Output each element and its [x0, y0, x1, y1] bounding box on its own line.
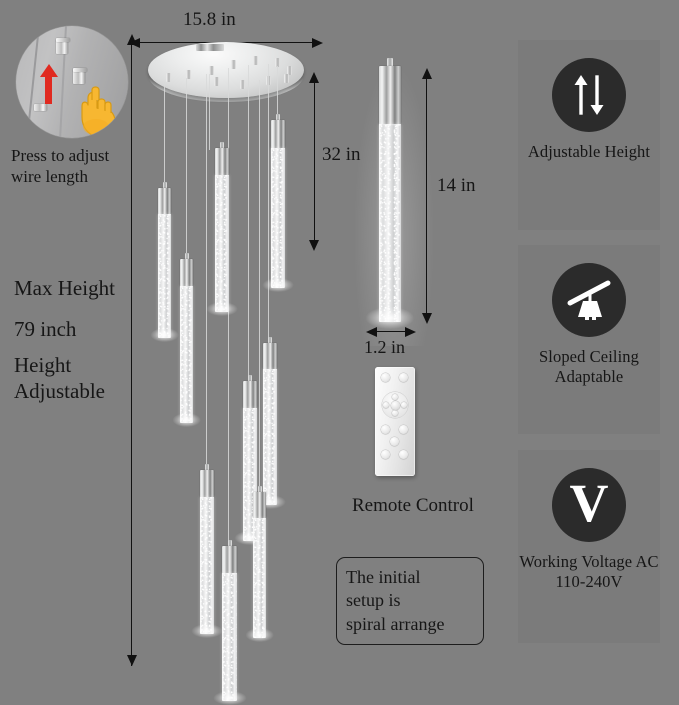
max-height-value: 79 inch: [14, 317, 77, 341]
push-direction-arrow-head: [39, 64, 58, 77]
wire-clip-bottom: [34, 104, 47, 111]
rod-diameter-label: 1.2 in: [364, 337, 406, 357]
canopy-nipple: [253, 56, 258, 65]
canopy-nipple: [287, 66, 292, 75]
remote-up-button[interactable]: [392, 394, 398, 400]
drop-span-label: 32 in: [322, 144, 361, 165]
badge-circle: [552, 263, 626, 337]
pendant-rod: [206, 142, 238, 316]
badge-label: Sloped Ceiling Adaptable: [539, 347, 639, 386]
pendant-rod: [254, 337, 286, 509]
canopy-nipple: [214, 77, 219, 86]
badge-label: Working Voltage AC 110-240V: [519, 552, 659, 591]
inset-photo-circle: [16, 26, 128, 138]
badge-label: Adjustable Height: [527, 142, 651, 161]
up-down-arrows-icon: [574, 75, 604, 115]
canopy-nipple: [166, 73, 171, 82]
remote-power-button[interactable]: [381, 373, 390, 382]
pendant-rod: [245, 486, 274, 642]
wire-clip-upper: [56, 40, 68, 54]
remote-cool-button[interactable]: [399, 425, 408, 434]
wire-clip-lower: [73, 70, 85, 84]
ceiling-canopy-plate: [148, 42, 304, 98]
canopy-width-label: 15.8 in: [183, 9, 236, 30]
badge-working-voltage: V Working Voltage AC 110-240V: [518, 450, 660, 643]
suspension-wire: [259, 80, 260, 494]
inset-caption: Press to adjust wire length: [11, 146, 110, 186]
canopy-nipple: [231, 60, 236, 69]
single-pendant-rod: [365, 58, 415, 329]
remote-timer-button[interactable]: [381, 450, 390, 459]
remote-dim-button[interactable]: [399, 450, 408, 459]
spiral-setup-note-text: The initial setup is spiral arrange: [346, 567, 445, 634]
sloped-ceiling-lamp-icon: [567, 280, 611, 320]
remote-night-button[interactable]: [390, 437, 399, 446]
height-adjustable-label: Height Adjustable: [14, 353, 105, 403]
badge-adjustable-height: Adjustable Height: [518, 40, 660, 230]
pointing-hand-icon: [81, 86, 117, 136]
spiral-setup-note: The initial setup is spiral arrange: [336, 557, 484, 645]
wire-clip-lower-top: [73, 68, 87, 72]
badge-circle: V: [552, 468, 626, 542]
letter-v-icon: V: [569, 473, 609, 533]
canopy-nipple: [240, 80, 245, 89]
pendant-rod: [150, 182, 179, 342]
canopy-nipple: [275, 58, 280, 67]
pendant-rod: [213, 540, 246, 705]
suspension-wire: [248, 65, 249, 383]
remote-control[interactable]: [375, 367, 415, 476]
max-height-label: Max Height: [14, 276, 115, 300]
pendant-rod: [262, 114, 294, 292]
pendant-rod: [172, 253, 201, 427]
canopy-nipple: [209, 66, 214, 75]
badge-circle: [552, 58, 626, 132]
ceiling-seam-left: [25, 26, 41, 138]
remote-warm-button[interactable]: [381, 425, 390, 434]
suspension-wire: [206, 74, 207, 472]
badge-sloped-ceiling: Sloped Ceiling Adaptable: [518, 245, 660, 434]
canopy-nipple: [186, 70, 191, 79]
remote-down-button[interactable]: [392, 410, 398, 416]
canopy-center-clamp: [196, 44, 224, 51]
remote-mode-button[interactable]: [399, 373, 408, 382]
rod-length-label: 14 in: [437, 175, 476, 196]
press-to-adjust-inset: [16, 26, 128, 138]
infographic-canvas: Press to adjust wire length Max Height 7…: [11, 9, 660, 705]
push-direction-arrow-shaft: [45, 76, 52, 104]
pendant-rod: [191, 464, 223, 638]
remote-ok-button[interactable]: [390, 400, 400, 410]
suspension-wire: [277, 66, 278, 122]
wire-clip-upper-top: [56, 38, 70, 42]
remote-left-button[interactable]: [383, 402, 389, 408]
remote-right-button[interactable]: [401, 402, 407, 408]
suspension-wire: [186, 78, 187, 263]
suspension-wire: [209, 74, 210, 150]
suspension-wire: [268, 64, 269, 346]
remote-control-caption: Remote Control: [352, 495, 474, 516]
canopy-nipple: [284, 74, 289, 83]
suspension-wire: [164, 82, 165, 192]
